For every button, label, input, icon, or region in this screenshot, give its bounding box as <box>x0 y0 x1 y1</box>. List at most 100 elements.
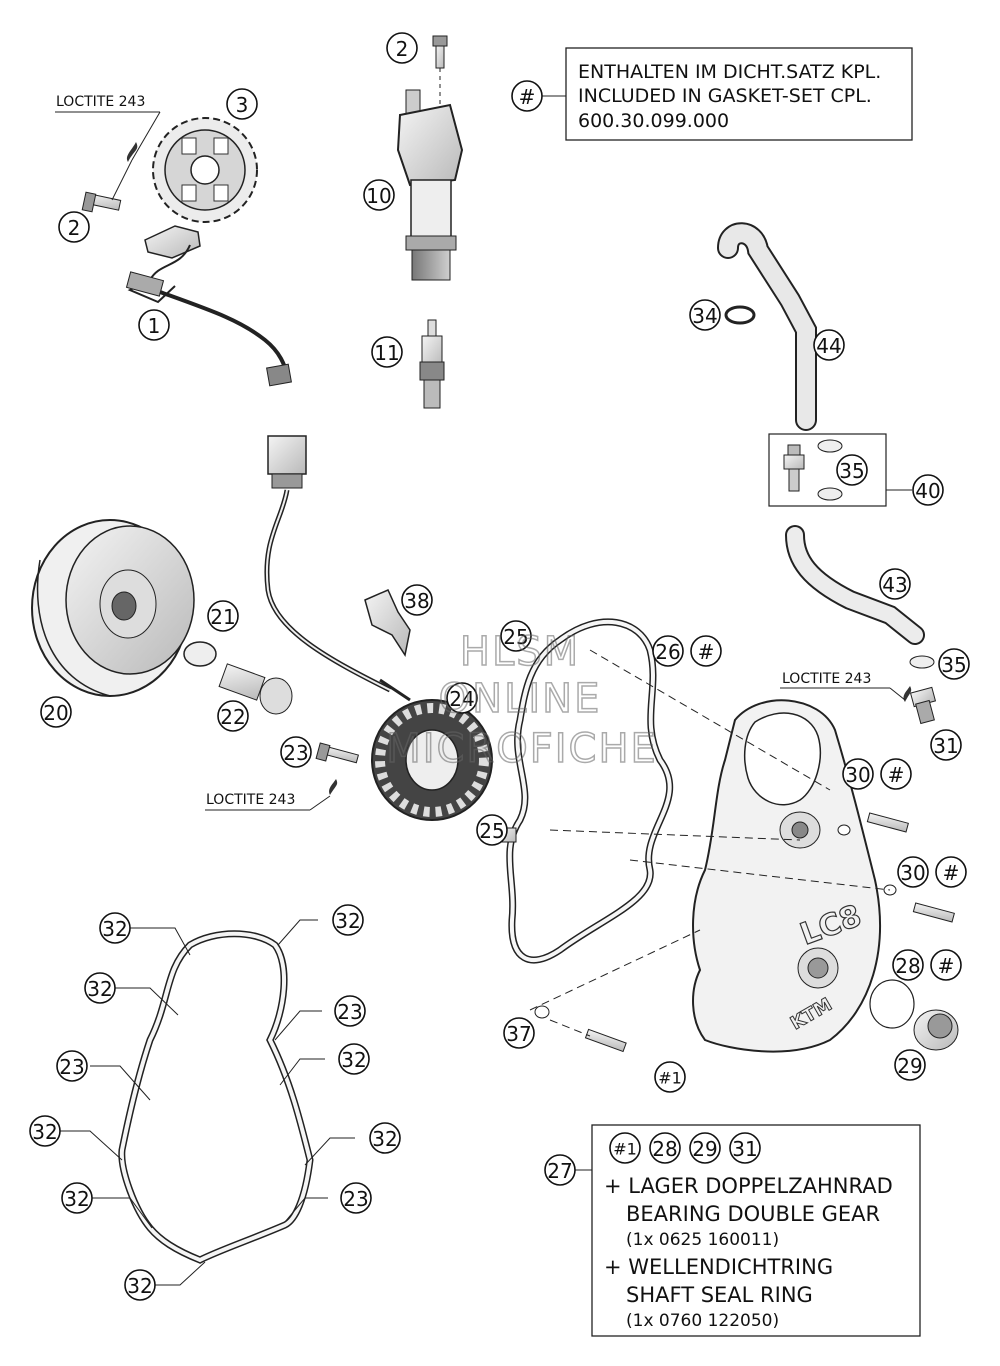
loctite-label-middle: LOCTITE 243 <box>206 792 295 808</box>
svg-text:38: 38 <box>404 589 429 613</box>
alignment-lines <box>529 649 891 1037</box>
bolt-22 <box>218 663 293 715</box>
kit-line-2: BEARING DOUBLE GEAR <box>626 1202 880 1226</box>
svg-text:#: # <box>519 85 536 109</box>
large-gasket-leaders <box>60 919 355 1286</box>
callout-34: 34 <box>689 299 721 331</box>
frame-callout-1: 32 <box>99 912 131 944</box>
callout-44: 44 <box>813 329 845 361</box>
frame-callout-3: 32 <box>84 972 116 1004</box>
svg-text:ONLINE: ONLINE <box>439 676 602 722</box>
svg-text:2: 2 <box>68 216 81 240</box>
check-valve <box>783 444 805 492</box>
svg-text:#: # <box>698 640 715 664</box>
screw-30-upper <box>837 812 909 836</box>
svg-text:25: 25 <box>503 625 528 649</box>
svg-text:32: 32 <box>87 977 112 1001</box>
svg-text:43: 43 <box>882 573 907 597</box>
connector-plug <box>264 435 392 693</box>
callout-21: 21 <box>207 600 239 632</box>
svg-text:22: 22 <box>220 705 245 729</box>
callout-28: 28 <box>892 949 924 981</box>
svg-text:#: # <box>943 861 960 885</box>
hose-43 <box>785 525 925 645</box>
callout-38: 38 <box>401 584 433 616</box>
svg-text:#1: #1 <box>613 1140 637 1159</box>
stator <box>371 678 493 821</box>
callout-30-lower-hash: # <box>935 856 967 888</box>
watermark: HLSM ONLINE MICROFICHE <box>385 628 658 773</box>
callout-23-stator: 23 <box>280 736 312 768</box>
kit-callout-31: 31 <box>729 1132 761 1164</box>
spark-plug <box>419 319 445 409</box>
kit-line-6: (1x 0760 122050) <box>626 1311 779 1331</box>
svg-text:27: 27 <box>547 1159 572 1183</box>
bolt-2-top <box>432 35 448 105</box>
callout-2-left: 2 <box>58 211 90 243</box>
frame-callout-9: 23 <box>340 1182 372 1214</box>
clamp-35-lower <box>909 655 935 669</box>
svg-text:32: 32 <box>341 1048 366 1072</box>
callout-25-lower: 25 <box>476 814 508 846</box>
svg-text:11: 11 <box>374 341 399 365</box>
frame-callout-4: 23 <box>334 995 366 1027</box>
cover-gasket-26 <box>506 618 674 964</box>
loctite-label-right: LOCTITE 243 <box>782 671 871 687</box>
hose-44 <box>717 222 817 431</box>
svg-text:24: 24 <box>449 687 474 711</box>
svg-text:32: 32 <box>32 1120 57 1144</box>
kit-callout-hash-1: #1 <box>609 1132 641 1164</box>
svg-text:21: 21 <box>210 605 235 629</box>
svg-text:44: 44 <box>816 334 841 358</box>
svg-text:30: 30 <box>845 763 870 787</box>
callout-25-upper: 25 <box>500 620 532 652</box>
svg-text:32: 32 <box>335 909 360 933</box>
svg-text:#1: #1 <box>658 1069 682 1088</box>
svg-text:35: 35 <box>941 653 966 677</box>
frame-callout-5: 32 <box>338 1043 370 1075</box>
gasket-set-note <box>565 47 913 141</box>
loctite-drop-right <box>903 686 912 702</box>
svg-text:32: 32 <box>102 917 127 941</box>
washer-21 <box>183 641 217 667</box>
svg-text:23: 23 <box>283 741 308 765</box>
kit-line-4: + WELLENDICHTRING <box>604 1255 833 1279</box>
bolt-2-left <box>81 191 122 213</box>
svg-text:23: 23 <box>343 1187 368 1211</box>
pickup-sensor <box>125 225 292 387</box>
svg-text:28: 28 <box>652 1137 677 1161</box>
frame-callout-2: 32 <box>332 904 364 936</box>
callout-37: 37 <box>503 1017 535 1049</box>
frame-callout-8: 32 <box>369 1122 401 1154</box>
kit-line-1: + LAGER DOPPELZAHNRAD <box>604 1174 893 1198</box>
svg-text:2: 2 <box>396 37 409 61</box>
hose-clamp-34 <box>724 305 756 325</box>
callout-20: 20 <box>40 696 72 728</box>
frame-callout-7: 32 <box>29 1115 61 1147</box>
callout-27: 27 <box>544 1154 576 1186</box>
svg-text:3: 3 <box>236 93 249 117</box>
svg-text:26: 26 <box>655 640 680 664</box>
svg-text:MICROFICHE: MICROFICHE <box>386 726 658 772</box>
frame-callout-11: 32 <box>124 1269 156 1301</box>
trigger-wheel <box>152 117 258 223</box>
ignition-cover: LC8 KTM <box>692 699 881 1053</box>
svg-text:32: 32 <box>64 1187 89 1211</box>
svg-text:32: 32 <box>127 1274 152 1298</box>
svg-text:HLSM: HLSM <box>460 629 580 675</box>
callout-28-hash: # <box>930 949 962 981</box>
plug-29 <box>913 1009 959 1051</box>
svg-text:#: # <box>938 954 955 978</box>
callout-3: 3 <box>226 88 258 120</box>
callout-29: 29 <box>894 1049 926 1081</box>
svg-text:1: 1 <box>148 314 161 338</box>
screw-37 <box>534 1005 627 1053</box>
ignition-coil <box>396 89 464 281</box>
svg-text:40: 40 <box>915 479 940 503</box>
callout-31: 31 <box>930 729 962 761</box>
callout-24: 24 <box>446 682 478 714</box>
callout-30-upper-hash: # <box>880 758 912 790</box>
svg-text:29: 29 <box>897 1054 922 1078</box>
gasket-set-line-3: 600.30.099.000 <box>578 110 729 132</box>
